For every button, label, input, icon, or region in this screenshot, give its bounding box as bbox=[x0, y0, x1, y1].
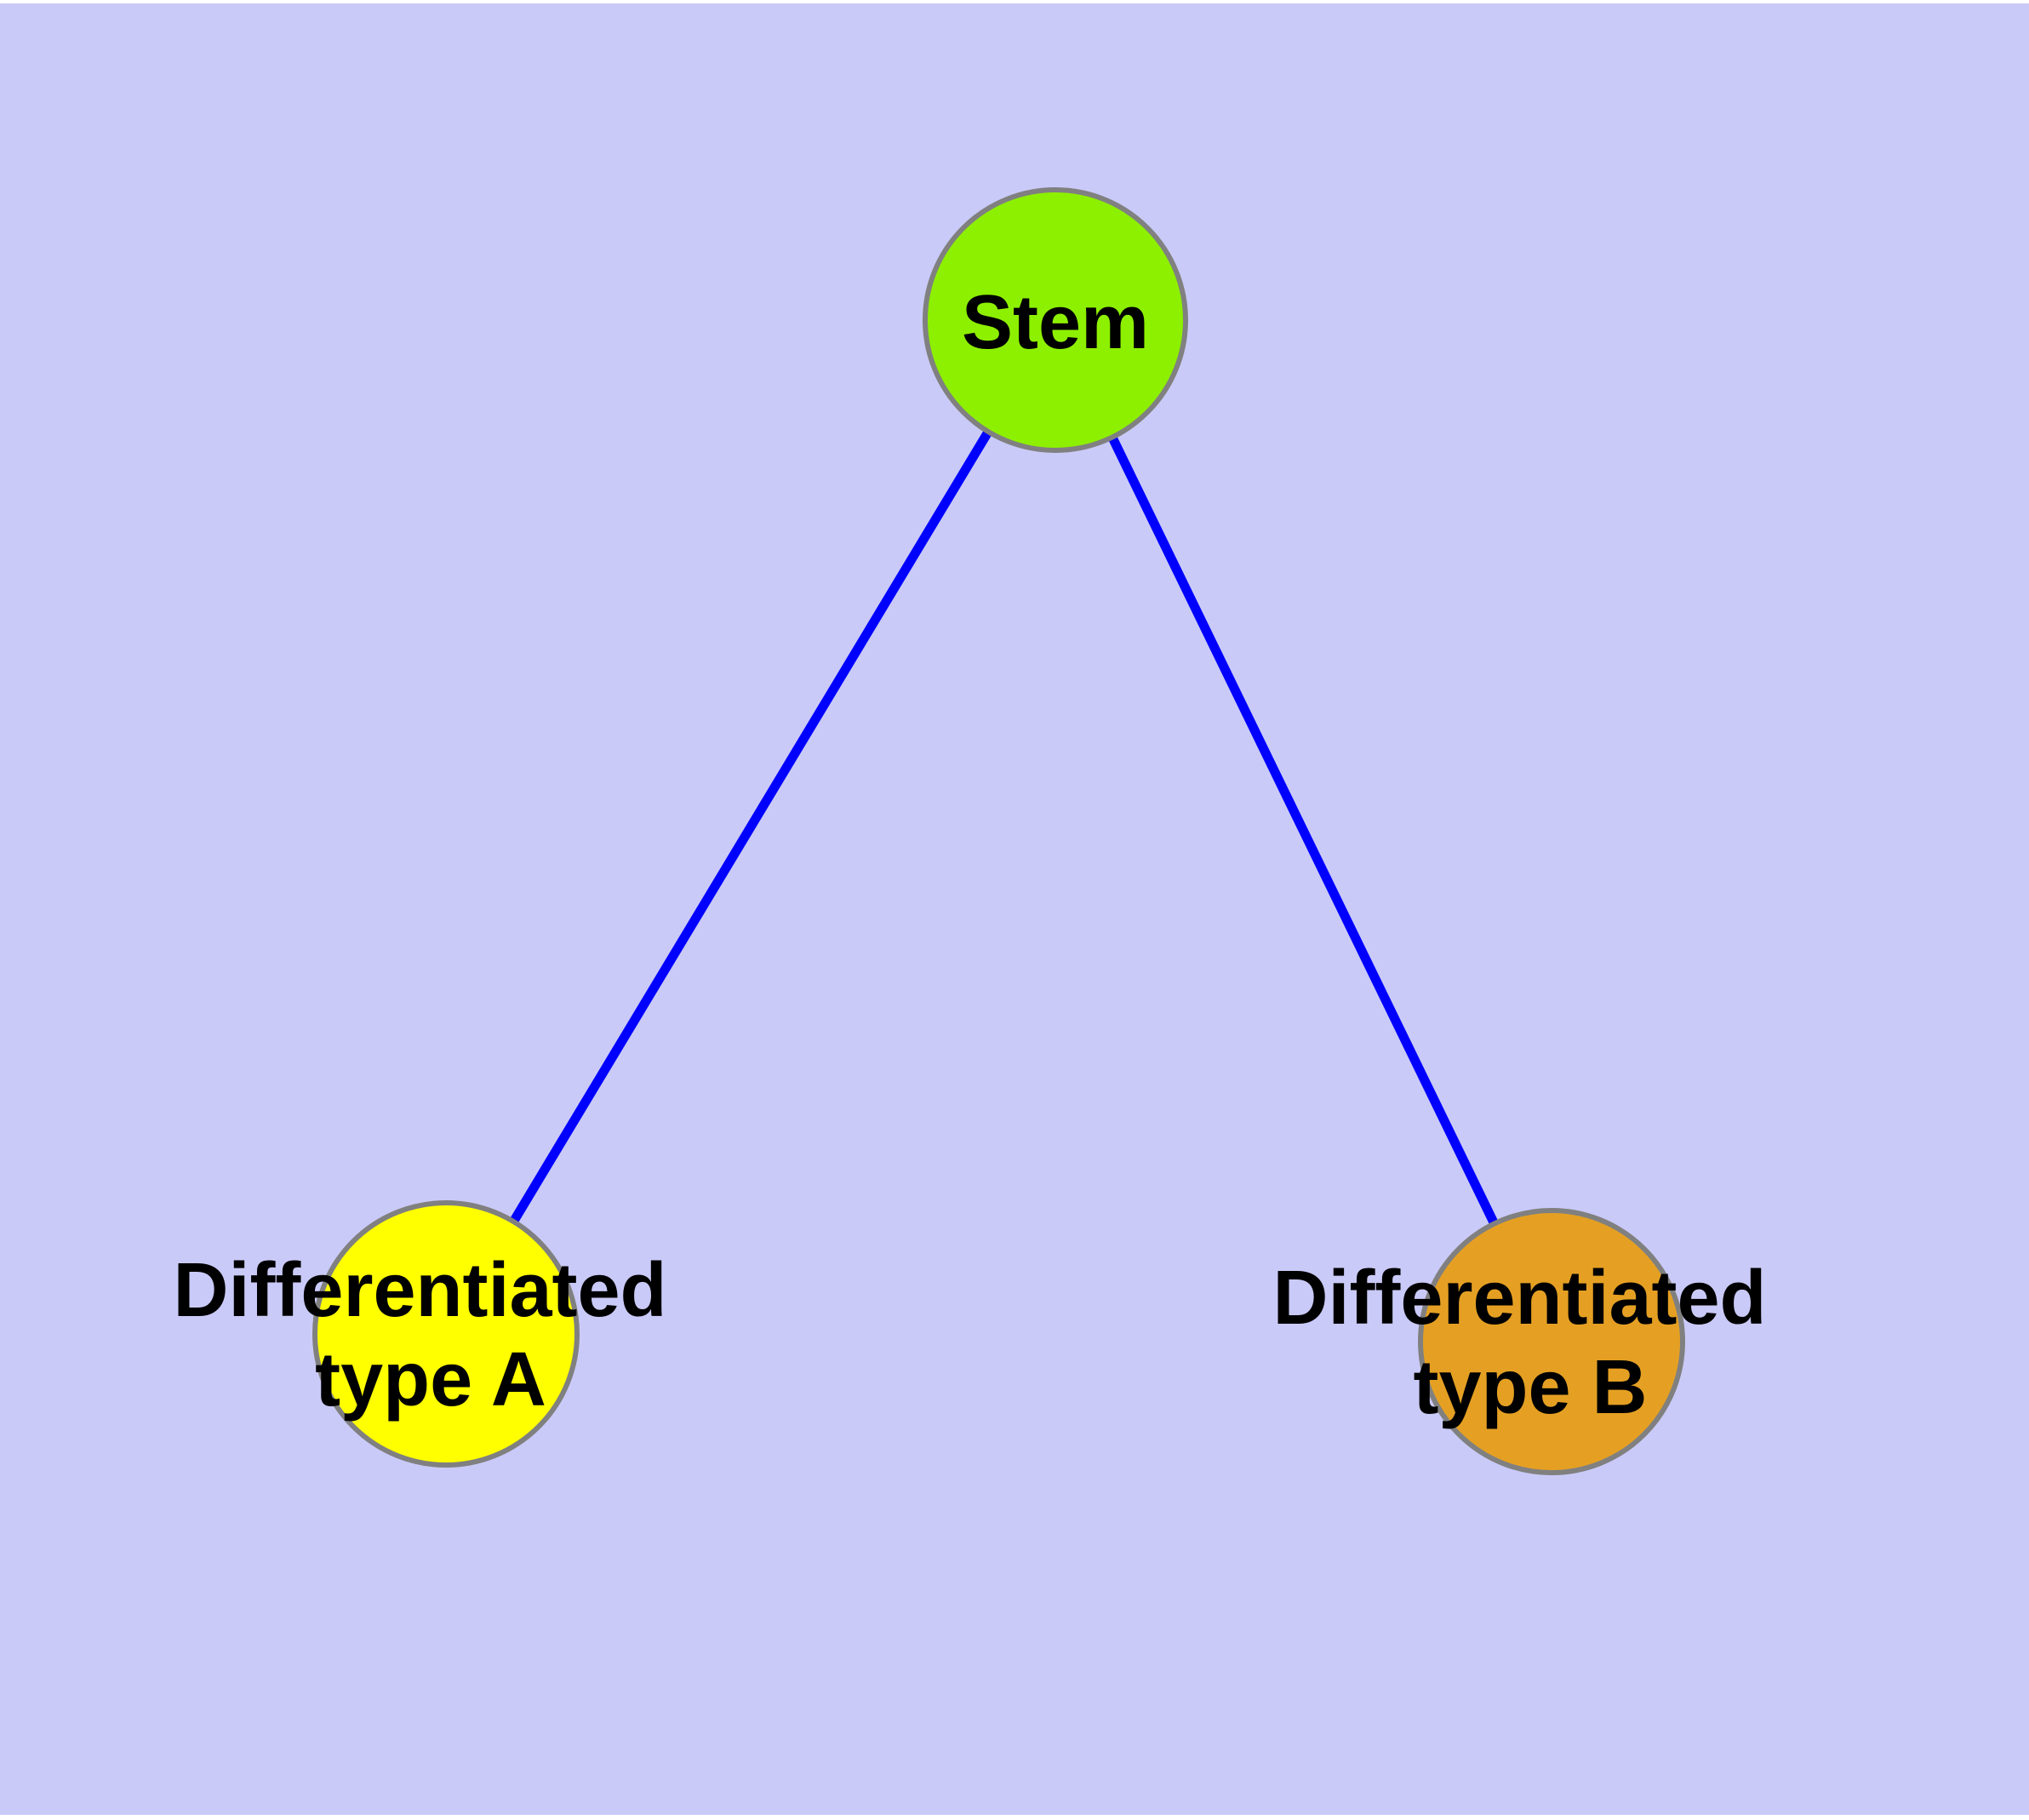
node-label-differentiated-type-a: Differentiated type A bbox=[173, 1248, 688, 1422]
node-label-differentiated-type-b-line2: type B bbox=[1413, 1345, 1647, 1430]
edge-stem-to-type-a bbox=[442, 318, 1060, 1336]
node-label-differentiated-type-a-line2: type A bbox=[315, 1337, 546, 1422]
node-differentiated-type-a bbox=[312, 1200, 580, 1468]
node-differentiated-type-b bbox=[1418, 1208, 1685, 1475]
node-stem bbox=[923, 187, 1188, 453]
node-label-differentiated-type-a-line1: Differentiated bbox=[173, 1248, 666, 1333]
node-label-stem: Stem bbox=[962, 280, 1149, 365]
edge-stem-to-type-b bbox=[1051, 318, 1556, 1344]
node-label-differentiated-type-b-line1: Differentiated bbox=[1272, 1256, 1766, 1341]
node-label-differentiated-type-b: Differentiated type B bbox=[1272, 1256, 1787, 1430]
